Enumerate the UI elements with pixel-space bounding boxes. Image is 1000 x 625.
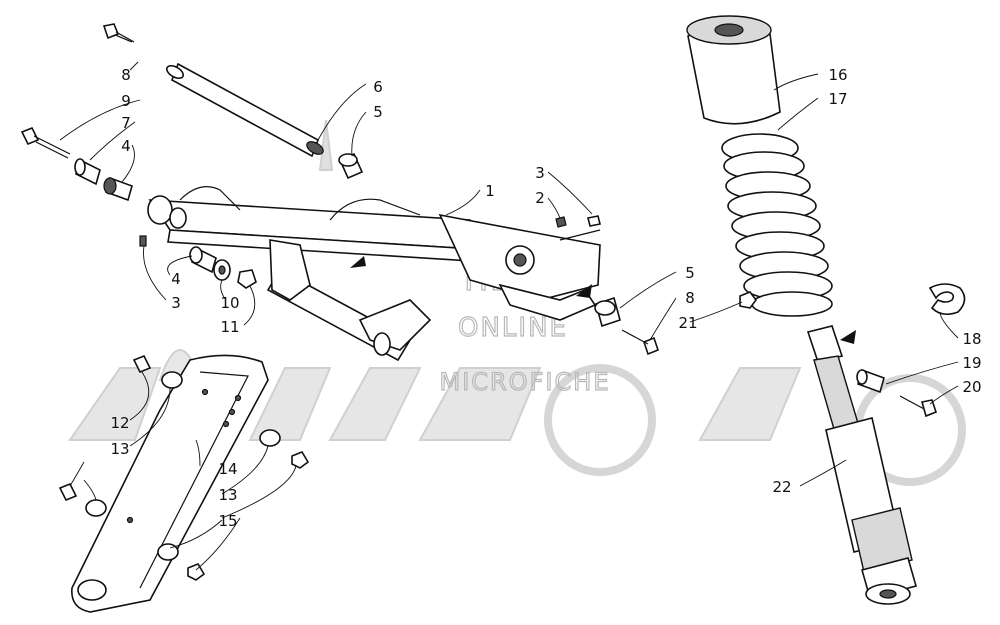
callout-label: 3 [535,164,545,182]
shock-absorber [806,325,917,605]
callout-label: 3 [171,294,181,312]
callout-label: 11 [220,318,239,336]
callout-label: 13 [110,440,129,458]
callout-label: 5 [373,103,383,121]
callout-label: 14 [218,460,237,478]
callout-label: 2 [535,189,545,207]
cross-tube [266,239,597,362]
set-screw [555,215,601,228]
swing-arm-frame [147,186,601,301]
spacer-parts [74,158,133,202]
shock-spacer-bolt [856,368,937,418]
leader-lines [59,61,959,571]
callout-label: 10 [220,294,239,312]
callout-label: 1 [485,182,495,200]
callout-label: 18 [962,330,981,348]
bolt-part-left [20,126,71,159]
callout-label: 5 [685,264,695,282]
bolt-part [102,23,135,43]
shock-nut [739,291,757,309]
lower-left-hardware [139,235,257,289]
pivot-shaft [166,62,324,158]
bump-stop [686,15,781,125]
bushing-part [338,152,364,180]
callout-label: 16 [828,66,847,84]
callout-labels: 8 9 7 4 6 5 1 3 2 4 3 10 11 5 8 21 16 17… [110,66,981,530]
watermark-line-2: ONLINE [458,313,568,343]
callout-label: 19 [962,354,981,372]
callout-label: 7 [121,114,131,132]
callout-label: 15 [218,512,237,530]
callout-label: 17 [828,90,847,108]
watermark-line-3: MICROFICHE [440,368,611,396]
callout-label: 8 [685,289,695,307]
callout-label: 21 [678,314,697,332]
clip-ring [928,283,966,316]
callout-label: 8 [121,66,131,84]
watermark-logo [68,119,966,486]
callout-label: 4 [121,137,131,155]
callout-label: 20 [962,378,981,396]
strap-hardware [58,354,310,581]
callout-label: 22 [772,478,791,496]
limiter-strap [71,354,269,613]
right-hardware [594,296,659,356]
callout-label: 12 [110,414,129,432]
direction-arrows [350,256,856,344]
callout-label: 13 [218,486,237,504]
coil-spring [721,133,833,317]
callout-label: 9 [121,92,131,110]
callout-label: 6 [373,78,383,96]
callout-label: 4 [171,270,181,288]
